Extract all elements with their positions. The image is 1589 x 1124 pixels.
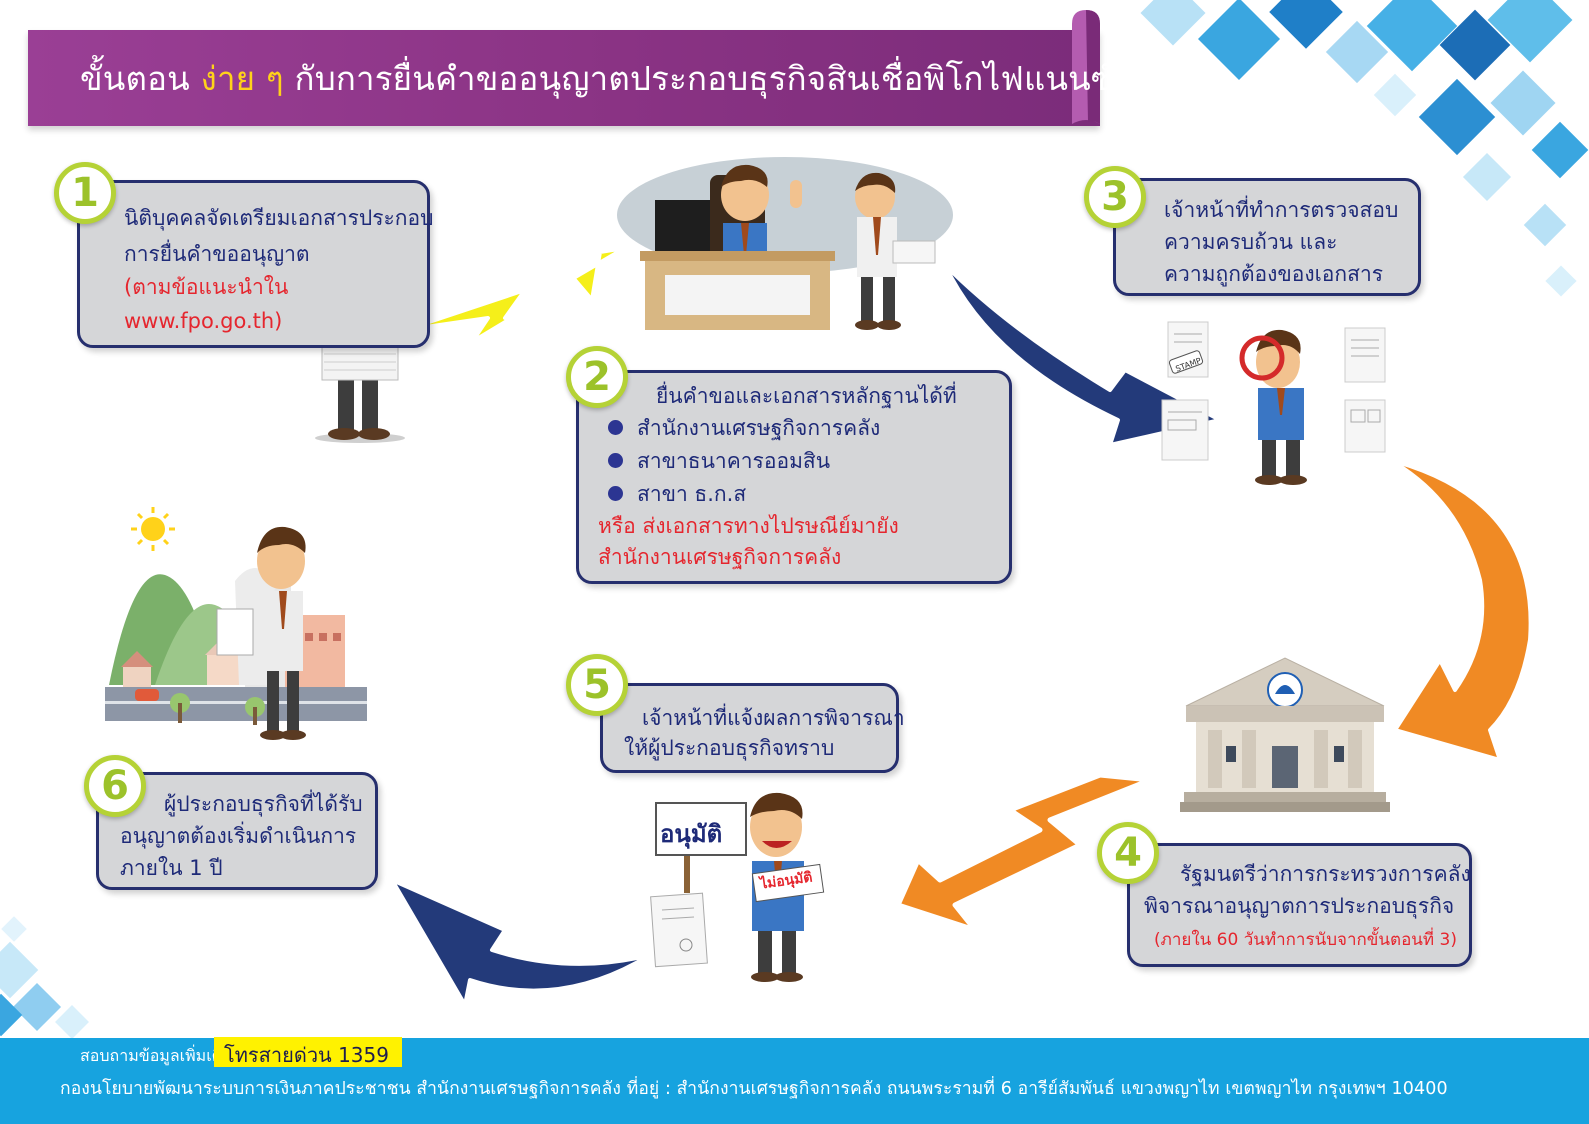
title-banner <box>28 30 1100 126</box>
step-4-box <box>1127 843 1472 967</box>
step-2-heading: ยื่นคำขอและเอกสารหลักฐานได้ที่ <box>656 384 957 408</box>
ministry-building-icon <box>1180 657 1390 812</box>
step-6-line-1: ผู้ประกอบธุรกิจที่ได้รับ <box>164 792 363 816</box>
step-1-note-2: www.fpo.go.th) <box>124 309 283 333</box>
step-4-line-1: รัฐมนตรีว่าการกระทรวงการคลัง <box>1180 862 1471 886</box>
hotline-number[interactable]: โทรสายด่วน 1359 <box>224 1043 389 1067</box>
step-3-line-3: ความถูกต้องของเอกสาร <box>1164 262 1384 286</box>
step-2-box <box>576 370 1012 584</box>
step-1-note-1: (ตามข้อแนะนำใน <box>124 275 289 299</box>
step-5-box <box>600 683 899 773</box>
magnifier-inspector-icon: STAMP <box>1161 321 1386 485</box>
step-4-badge: 4 <box>1097 822 1159 884</box>
hotline-highlight <box>214 1037 402 1067</box>
step-2-note-1: หรือ ส่งเอกสารทางไปรษณีย์มายัง <box>598 514 899 538</box>
footer-question: สอบถามข้อมูลเพิ่มเติม <box>80 1046 233 1065</box>
arrow-step4-to-5 <box>895 772 1153 933</box>
bullet-icon <box>608 485 623 501</box>
document-icon <box>1167 321 1209 378</box>
title-part2: กับการยื่นคำขออนุญาตประกอบธุรกิจสินเชื่อ… <box>283 59 1114 98</box>
step-1-line-2: การยื่นคำขออนุญาต <box>124 242 310 266</box>
step-2-bullet-2: สาขาธนาคารออมสิน <box>608 447 830 476</box>
arrow-step1-to-2 <box>403 246 627 344</box>
step-2-bullet-1: สำนักงานเศรษฐกิจการคลัง <box>608 414 880 443</box>
sun-icon <box>131 507 175 551</box>
step-5-line-1: เจ้าหน้าที่แจ้งผลการพิจารณา <box>642 706 905 730</box>
page-title: ขั้นตอน ง่าย ๆ กับการยื่นคำขออนุญาตประกอ… <box>80 52 1114 105</box>
step-1-badge: 1 <box>54 162 116 224</box>
step-1-line-1: นิติบุคคลจัดเตรียมเอกสารประกอบ <box>124 206 434 230</box>
step-2-bullet-3-label: สาขา ธ.ก.ส <box>637 482 747 506</box>
title-part1: ขั้นตอน <box>80 59 201 98</box>
office-desk-icon <box>617 157 953 330</box>
step-6-badge: 6 <box>84 755 146 817</box>
title-highlight: ง่าย ๆ <box>200 59 284 98</box>
step-2-bullet-1-label: สำนักงานเศรษฐกิจการคลัง <box>637 416 881 440</box>
step-2-badge: 2 <box>566 346 628 408</box>
step-3-line-1: เจ้าหน้าที่ทำการตรวจสอบ <box>1164 198 1399 222</box>
step-6-line-3: ภายใน 1 ปี <box>120 856 223 880</box>
bullet-icon <box>608 419 623 435</box>
arrow-step3-to-4 <box>1388 458 1533 762</box>
step-3-badge: 3 <box>1084 166 1146 228</box>
footer-address: กองนโยบายพัฒนาระบบการเงินภาคประชาชน สำนั… <box>60 1079 1448 1099</box>
banner-curl <box>1072 10 1100 124</box>
step-3-box <box>1113 178 1421 296</box>
step-1-box <box>77 180 430 348</box>
step-3-line-2: ความครบถ้วน และ <box>1164 230 1338 254</box>
step-4-note: (ภายใน 60 วันทำการนับจากขั้นตอนที่ 3) <box>1154 930 1457 950</box>
step-2-bullet-3: สาขา ธ.ก.ส <box>608 480 746 509</box>
approval-sign-person-icon <box>650 792 825 982</box>
step-4-line-2: พิจารณาอนุญาตการประกอบธุรกิจ <box>1144 894 1455 918</box>
step-6-line-2: อนุญาตต้องเริ่มดำเนินการ <box>120 824 357 848</box>
step-2-bullet-2-label: สาขาธนาคารออมสิน <box>637 449 831 473</box>
arrow-step5-to-6 <box>390 878 652 1007</box>
step-5-line-2: ให้ผู้ประกอบธุรกิจทราบ <box>624 736 835 760</box>
step-5-badge: 5 <box>566 654 628 716</box>
city-landscape-icon <box>105 507 367 740</box>
step-2-note-2: สำนักงานเศรษฐกิจการคลัง <box>598 545 842 569</box>
approve-sign-label: อนุมัติ <box>660 820 723 848</box>
bullet-icon <box>608 452 623 468</box>
